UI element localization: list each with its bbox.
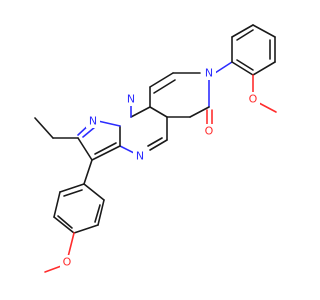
svg-text:N: N xyxy=(136,150,144,163)
bond xyxy=(252,61,276,76)
bond xyxy=(53,216,75,234)
bond xyxy=(83,183,105,201)
bond xyxy=(34,117,54,139)
atom-n-pyrimidine: N xyxy=(133,149,147,163)
bond xyxy=(97,120,121,127)
bond xyxy=(83,159,93,185)
bond xyxy=(252,24,276,38)
atom-labels: N O N N N O O xyxy=(60,66,260,269)
bond xyxy=(94,142,117,155)
svg-text:N: N xyxy=(89,115,97,128)
bond xyxy=(214,61,233,74)
atom-n-pyridinone: N xyxy=(202,66,216,80)
bond xyxy=(149,106,168,118)
bond xyxy=(147,137,163,147)
svg-text:O: O xyxy=(205,125,214,138)
bond xyxy=(94,204,101,223)
atom-o-methoxy-bottom: O xyxy=(60,255,74,269)
bonds xyxy=(34,24,277,273)
bond xyxy=(57,215,73,229)
bond xyxy=(53,191,61,218)
bond xyxy=(82,126,96,138)
atom-n-pyrazole: N xyxy=(86,114,100,128)
bond xyxy=(231,24,254,38)
svg-text:O: O xyxy=(249,93,258,106)
atom-n-bridge: N xyxy=(124,92,138,106)
svg-text:N: N xyxy=(205,67,213,80)
atom-o-carbonyl: O xyxy=(202,124,216,138)
bond xyxy=(236,59,254,71)
bond xyxy=(59,183,85,193)
bond xyxy=(63,189,83,197)
svg-text:O: O xyxy=(63,256,72,269)
bond xyxy=(130,106,151,118)
bond xyxy=(236,29,254,41)
svg-text:N: N xyxy=(127,93,135,106)
bond xyxy=(91,145,121,161)
atom-o-methoxy-top: O xyxy=(246,92,260,106)
molecule-structure: N O N N N O O xyxy=(34,24,277,273)
bond xyxy=(153,79,176,94)
bond xyxy=(97,199,105,226)
bond xyxy=(189,106,210,118)
bond xyxy=(149,72,174,88)
bond xyxy=(231,61,254,76)
bond xyxy=(258,102,277,113)
bond xyxy=(67,232,75,258)
bond xyxy=(73,224,99,234)
bond xyxy=(77,137,93,161)
structure-canvas: N O N N N O O xyxy=(34,24,277,273)
bond xyxy=(149,139,168,151)
